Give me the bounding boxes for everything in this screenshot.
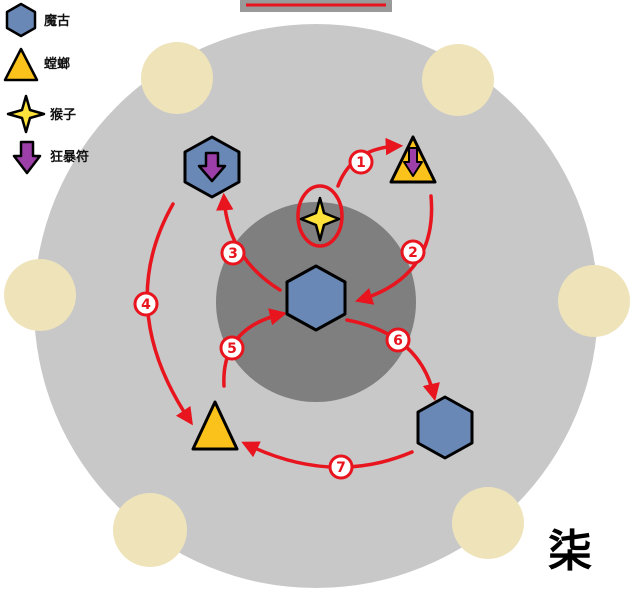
triangle-icon bbox=[3, 47, 39, 82]
step-marker-7: 7 bbox=[328, 454, 354, 480]
pillar-bottom-left bbox=[113, 493, 187, 567]
legend: 魔古 螳螂 猴子 狂暴符 bbox=[3, 2, 89, 175]
pillar-bottom-right bbox=[452, 487, 524, 559]
triangle-bottom-left bbox=[191, 400, 239, 451]
step-marker-4: 4 bbox=[133, 291, 159, 317]
corner-label: 柒 bbox=[548, 526, 592, 577]
pillar-left bbox=[4, 259, 76, 331]
pillar-top-right bbox=[422, 44, 494, 116]
step-label: 6 bbox=[393, 333, 403, 349]
step-marker-3: 3 bbox=[220, 240, 246, 266]
step-label: 7 bbox=[336, 460, 346, 476]
arrow-down-icon bbox=[197, 151, 227, 183]
pillar-top-left bbox=[141, 42, 213, 114]
legend-label-triangle: 螳螂 bbox=[44, 56, 70, 72]
pillars bbox=[4, 42, 630, 567]
star-highlight-ring bbox=[296, 184, 344, 248]
step-label: 5 bbox=[227, 341, 237, 357]
hexagon-center bbox=[285, 264, 347, 332]
step-label: 4 bbox=[141, 297, 151, 313]
hexagon-bottom-right bbox=[416, 395, 474, 460]
legend-label-star: 猴子 bbox=[50, 107, 76, 123]
arrow-down-icon bbox=[403, 147, 423, 177]
legend-label-hexagon: 魔古 bbox=[44, 13, 70, 29]
step-marker-6: 6 bbox=[385, 327, 411, 353]
step-label: 1 bbox=[356, 155, 366, 171]
step-label: 3 bbox=[228, 246, 238, 262]
step-marker-5: 5 bbox=[219, 335, 245, 361]
star-icon bbox=[6, 94, 46, 134]
step-marker-2: 2 bbox=[400, 239, 426, 265]
hexagon-icon bbox=[5, 2, 37, 38]
pillar-right bbox=[558, 265, 630, 337]
legend-label-arrow: 狂暴符 bbox=[50, 149, 89, 165]
arrow-down-icon bbox=[12, 140, 42, 175]
step-label: 2 bbox=[408, 245, 418, 261]
star-icon bbox=[299, 196, 341, 242]
step-marker-1: 1 bbox=[348, 149, 374, 175]
step-markers: 1 2 3 4 5 6 7 bbox=[133, 149, 426, 480]
